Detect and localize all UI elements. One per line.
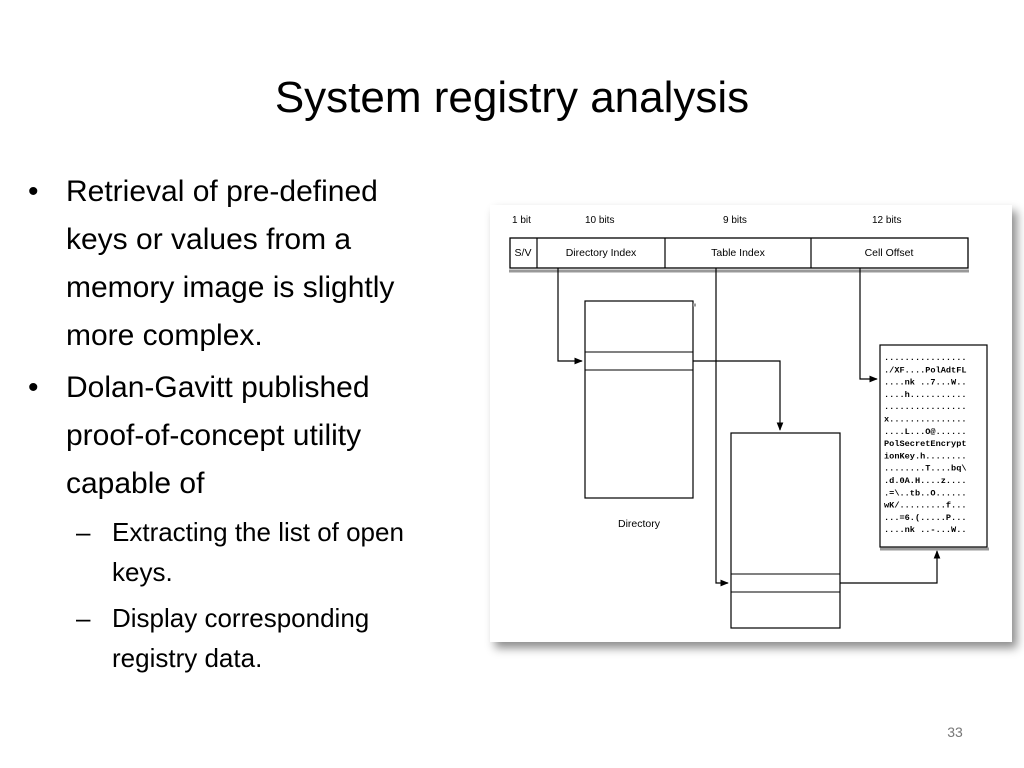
sub-bullet-item: – Display corresponding registry data. xyxy=(28,598,478,678)
hex-dump-line: .d.0A.H....z.... xyxy=(884,476,967,486)
directory-box xyxy=(584,300,694,499)
hex-dump-line: ........T....bq\ xyxy=(884,464,967,474)
hex-dump-line: wK/.........f... xyxy=(884,501,967,511)
bits-label-table: 9 bits xyxy=(723,215,747,226)
bullet-item: • Dolan-Gavitt published proof-of-concep… xyxy=(28,364,478,508)
hex-dump-line: ionKey.h........ xyxy=(884,451,967,461)
hex-dump-line: x............... xyxy=(884,415,967,425)
arrow-directory-index xyxy=(557,268,583,365)
page-number: 33 xyxy=(947,724,963,740)
hex-dump: ................ ./XF....PolAdtFL ....nk .… xyxy=(884,353,967,535)
bullet-list: • Retrieval of pre-defined keys or value… xyxy=(28,168,478,684)
sub-bullet-line: Extracting the list of open xyxy=(112,517,404,547)
sub-bullet-mark: – xyxy=(76,603,91,633)
registry-address-diagram: 1 bit 10 bits 9 bits 12 bits S/V Directo… xyxy=(490,205,1012,642)
bullet-line: memory image is slightly xyxy=(66,271,395,304)
hex-dump-line: .=\..tb..O...... xyxy=(884,488,967,498)
bullet-line: capable of xyxy=(66,467,205,500)
bullet-line: keys or values from a xyxy=(66,223,352,256)
directory-label: Directory xyxy=(618,518,661,530)
arrow-cell-offset xyxy=(859,268,878,383)
bullet-mark: • xyxy=(28,371,39,404)
bits-label-cell: 12 bits xyxy=(872,215,901,226)
bullet-line: Dolan-Gavitt published xyxy=(66,371,370,404)
arrow-table-index xyxy=(715,268,729,587)
hex-dump-line: ....h........... xyxy=(884,390,967,400)
cell-data-box xyxy=(879,344,988,548)
address-bar xyxy=(509,237,969,269)
bullet-line: proof-of-concept utility xyxy=(66,419,362,452)
hex-dump-line: PolSecretEncrypt xyxy=(884,439,967,449)
sub-bullet-line: keys. xyxy=(112,557,173,587)
bullet-mark: • xyxy=(28,175,39,208)
slide-title: System registry analysis xyxy=(274,73,750,122)
arrow-directory-to-table xyxy=(693,360,784,431)
sub-bullet-mark: – xyxy=(76,517,91,547)
bullet-line: more complex. xyxy=(66,319,263,352)
hex-dump-line: ./XF....PolAdtFL xyxy=(884,365,967,375)
arrow-table-to-cell xyxy=(840,550,941,584)
hex-dump-line: ....nk ..-...W.. xyxy=(884,525,967,535)
bits-label-sv: 1 bit xyxy=(512,215,531,226)
bullet-item: • Retrieval of pre-defined keys or value… xyxy=(28,168,478,360)
hex-dump-line: ................ xyxy=(884,402,967,412)
field-table-index: Table Index xyxy=(711,247,765,259)
hex-dump-line: ................ xyxy=(884,353,967,363)
table-box xyxy=(730,432,841,629)
diagram-svg: 1 bit 10 bits 9 bits 12 bits S/V Directo… xyxy=(509,215,989,629)
sub-bullet-line: Display corresponding xyxy=(112,603,370,633)
sub-bullet-item: – Extracting the list of open keys. xyxy=(28,512,478,592)
hex-dump-line: ...=6.(.....P... xyxy=(884,513,967,523)
hex-dump-line: ....L...O@...... xyxy=(884,427,967,437)
hex-dump-line: ....nk ..7...W.. xyxy=(884,378,967,388)
sub-bullet-line: registry data. xyxy=(112,643,263,673)
field-directory-index: Directory Index xyxy=(566,247,637,259)
bullet-line: Retrieval of pre-defined xyxy=(66,175,378,208)
bits-label-directory: 10 bits xyxy=(585,215,614,226)
field-cell-offset: Cell Offset xyxy=(865,247,914,259)
field-sv: S/V xyxy=(515,247,532,259)
